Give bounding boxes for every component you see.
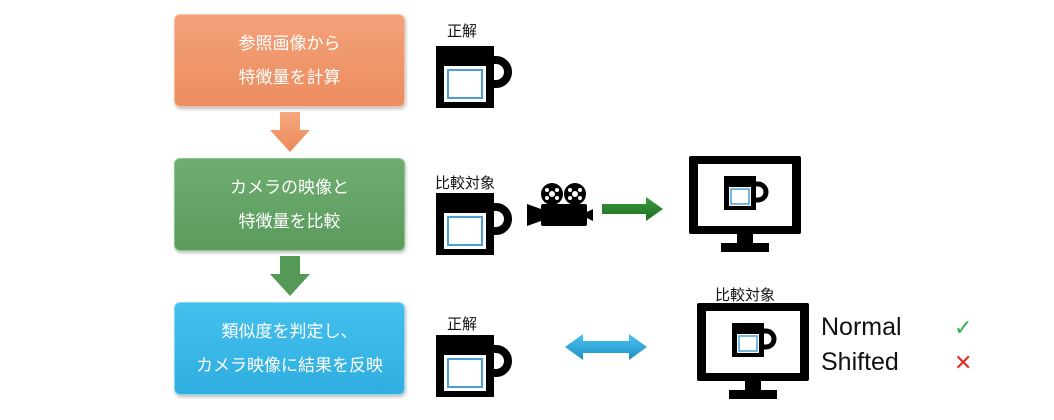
monitor-icon [689, 156, 801, 252]
arrow-right-icon [602, 197, 663, 221]
caption-compare-target: 比較対象 [715, 286, 776, 304]
cross-icon: ✕ [954, 351, 973, 376]
step-box-judge-similarity: 類似度を判定し、 カメラ映像に結果を反映 [174, 302, 405, 395]
arrow-down-icon [270, 256, 310, 296]
step-text: カメラ映像に結果を反映 [196, 355, 383, 376]
mug-icon [436, 193, 512, 255]
step-text: 参照画像から [238, 33, 341, 54]
caption-correct: 正解 [447, 22, 478, 40]
step-box-compare-features: カメラの映像と 特徴量を比較 [174, 158, 405, 251]
step-text: 特徴量を計算 [238, 67, 341, 88]
double-arrow-icon [565, 334, 647, 360]
caption-correct: 正解 [447, 315, 478, 333]
monitor-icon [697, 303, 809, 399]
arrow-down-icon [270, 112, 310, 152]
step-box-compute-features: 参照画像から 特徴量を計算 [174, 14, 405, 107]
caption-compare-target: 比較対象 [435, 174, 496, 192]
check-icon: ✓ [954, 316, 973, 341]
step-text: 特徴量を比較 [238, 211, 341, 232]
legend-shifted-label: Shifted [821, 348, 899, 376]
video-camera-icon [527, 183, 593, 226]
step-text: 類似度を判定し、 [221, 321, 358, 342]
legend-normal-label: Normal [821, 313, 902, 341]
mug-icon [436, 335, 512, 397]
mug-icon [436, 46, 512, 108]
step-text: カメラの映像と [230, 177, 349, 198]
